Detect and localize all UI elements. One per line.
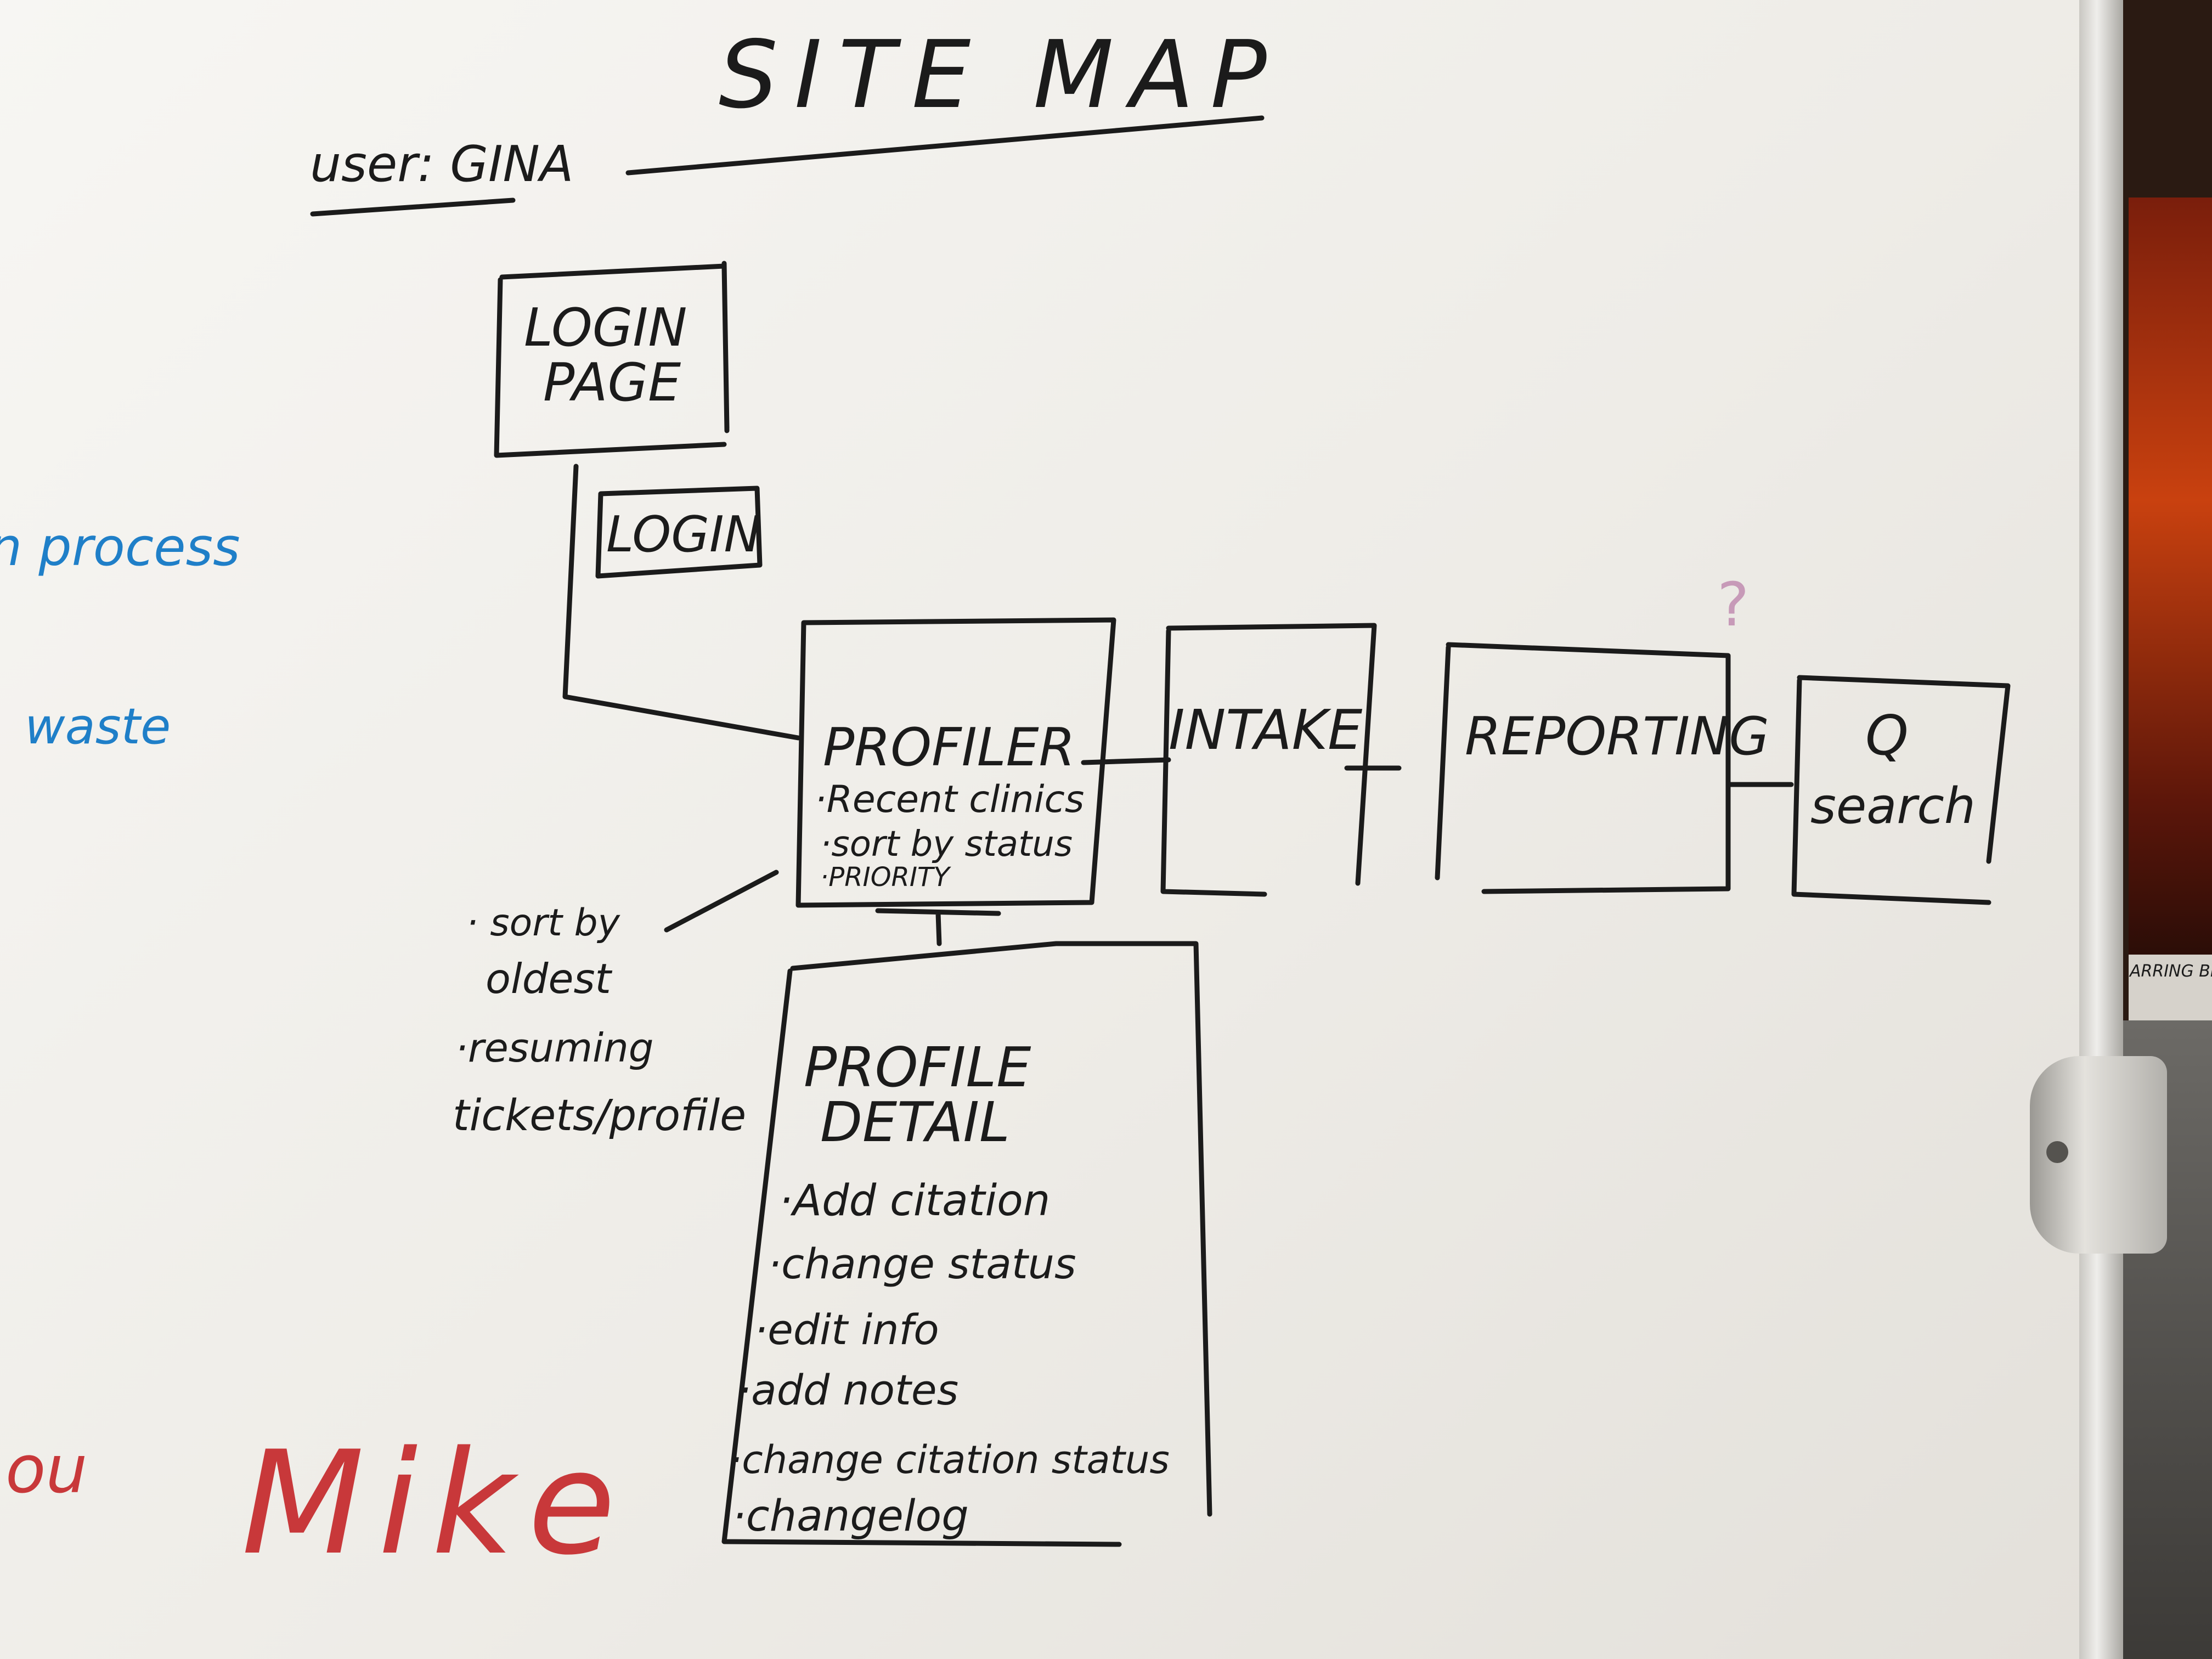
reporting-box <box>1435 642 1731 894</box>
search-label[interactable]: search <box>1810 777 1976 835</box>
clamp-bolt-icon <box>2046 1141 2068 1163</box>
left-fragment: n process <box>0 517 240 578</box>
poster-caption-strip <box>2129 955 2212 1020</box>
intake-label: INTAKE <box>1169 698 1362 762</box>
search-icon[interactable]: Q <box>1865 703 1909 768</box>
profiler-item: ·sort by status <box>820 824 1073 865</box>
profile-detail-box <box>721 941 1212 1547</box>
profile-detail-item: ·Add citation <box>779 1176 1050 1226</box>
profiler-item: ·Recent clinics <box>815 778 1084 821</box>
question-mark: ? <box>1717 569 1749 640</box>
sitemap-title: SITE MAP <box>719 21 1283 129</box>
signature-mike: Mike <box>241 1421 629 1587</box>
side-note-line: ·resuming <box>455 1025 653 1071</box>
profiler-title: PROFILER <box>823 718 1075 778</box>
whiteboard <box>0 0 2079 1659</box>
search-box <box>1791 675 2011 905</box>
user-underline <box>310 198 516 217</box>
login-to-profiler-connector <box>562 464 801 741</box>
background-poster <box>2129 198 2212 955</box>
side-note-pointer <box>664 870 779 933</box>
profile-detail-item: ·changelog <box>732 1492 969 1541</box>
left-fragment: ou <box>5 1432 87 1508</box>
title-underline <box>625 115 1265 176</box>
profile-detail-title-2: DETAIL <box>820 1090 1010 1154</box>
side-note-line: · sort by <box>466 901 620 945</box>
profile-detail-item: ·edit info <box>754 1305 939 1354</box>
intake-box <box>1160 623 1377 897</box>
side-note-line: oldest <box>486 955 613 1003</box>
reporting-label: REPORTING <box>1465 707 1769 767</box>
login-page-label-2: PAGE <box>543 353 681 413</box>
profiler-to-detail-connector <box>875 908 1001 946</box>
profiler-to-intake-connector <box>1081 757 1171 765</box>
profile-detail-item: ·add notes <box>738 1365 958 1414</box>
profile-detail-item: ·change status <box>768 1239 1076 1288</box>
profile-detail-title-1: PROFILE <box>804 1035 1031 1099</box>
login-page-label-1: LOGIN <box>524 298 687 358</box>
login-button-box[interactable] <box>595 486 763 579</box>
login-page-box <box>494 261 730 458</box>
wall-fragment: ARRING BIL <box>2129 962 2212 981</box>
profile-detail-item: ·change citation status <box>730 1437 1170 1482</box>
profiler-box <box>795 617 1116 908</box>
left-fragment: waste <box>25 698 171 755</box>
whiteboard-frame <box>2079 0 2123 1659</box>
profiler-item: ·PRIORITY <box>820 862 951 893</box>
login-button-label[interactable]: LOGIN <box>606 506 761 563</box>
user-label: user: GINA <box>310 136 573 193</box>
side-note-line: tickets/profile <box>453 1091 746 1141</box>
